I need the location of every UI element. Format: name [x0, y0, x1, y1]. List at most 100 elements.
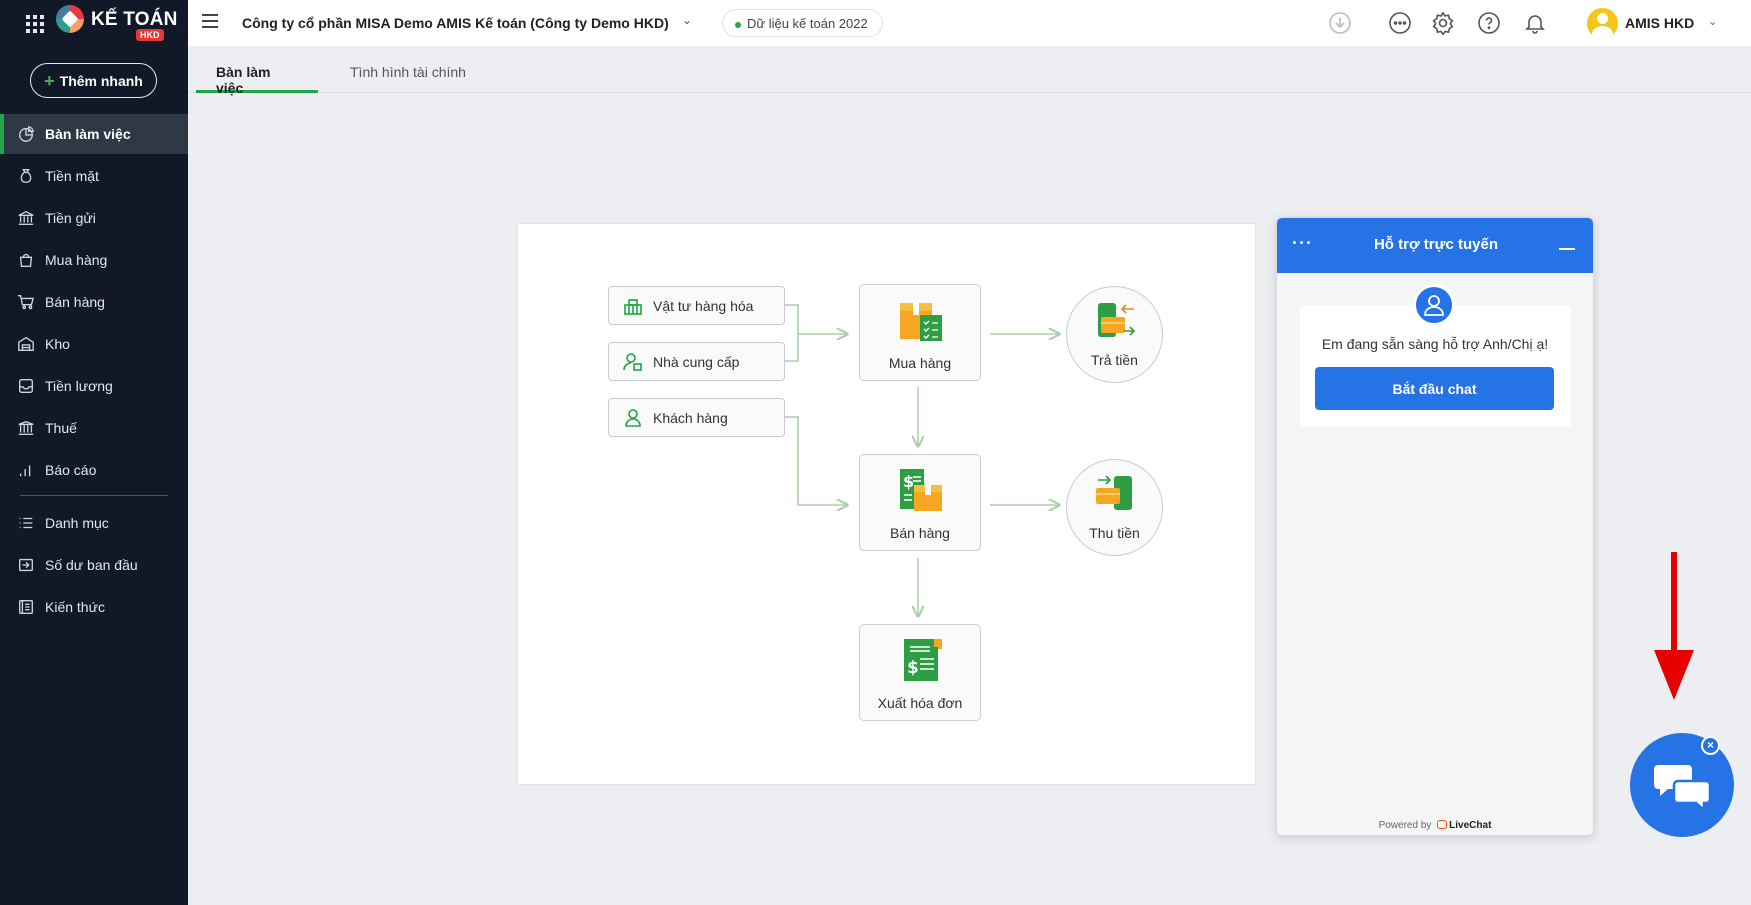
sidebar-item-opening-balance[interactable]: Số dư ban đầu — [0, 545, 188, 585]
bank-icon — [16, 208, 36, 228]
sidebar-item-dashboard[interactable]: Bàn làm việc — [0, 114, 188, 154]
powered-by[interactable]: Powered by LiveChat — [1277, 820, 1593, 831]
sidebar-item-reports[interactable]: Báo cáo — [0, 450, 188, 490]
more-options-icon[interactable] — [1388, 11, 1412, 35]
tax-icon — [16, 418, 36, 438]
flow-process-invoice[interactable]: $ Xuất hóa đơn — [859, 624, 981, 721]
top-header: Công ty cổ phần MISA Demo AMIS Kế toán (… — [188, 0, 1751, 46]
flow-process-sales[interactable]: $ Bán hàng — [859, 454, 981, 551]
sidebar-item-label: Danh mục — [45, 515, 109, 531]
process-label: Bán hàng — [890, 525, 950, 541]
flow-item-customers[interactable]: Khách hàng — [608, 398, 785, 437]
sidebar-item-label: Tiền mặt — [45, 168, 99, 184]
sidebar-item-payroll[interactable]: Tiền lương — [0, 366, 188, 406]
settings-gear-icon[interactable] — [1431, 11, 1455, 36]
list-icon — [16, 513, 36, 533]
sidebar-item-label: Bàn làm việc — [45, 126, 131, 142]
cart-icon — [16, 292, 36, 312]
brand-tag: HKD — [136, 29, 164, 41]
sidebar-item-label: Báo cáo — [45, 462, 97, 478]
sidebar-item-cash[interactable]: Tiền mặt — [0, 156, 188, 196]
sidebar-item-label: Kiến thức — [45, 599, 105, 615]
sidebar-item-label: Kho — [45, 336, 70, 352]
receive-money-icon — [1096, 475, 1132, 510]
sidebar-item-tax[interactable]: Thuế — [0, 408, 188, 448]
chat-menu-icon[interactable]: ··· — [1292, 233, 1313, 253]
tab-financial-status[interactable]: Tình hình tài chính — [350, 64, 466, 80]
invoice-icon: $ — [904, 639, 942, 681]
flow-item-goods[interactable]: Vật tư hàng hóa — [608, 286, 785, 325]
process-label: Thu tiền — [1089, 525, 1140, 541]
close-icon[interactable]: × — [1701, 736, 1720, 755]
flow-item-suppliers[interactable]: Nhà cung cấp — [608, 342, 785, 381]
sales-box-icon: $ — [900, 469, 942, 511]
report-icon — [16, 460, 36, 480]
data-year-badge[interactable]: Dữ liệu kế toán 2022 — [722, 9, 883, 37]
powered-by-label: Powered by — [1378, 820, 1432, 831]
flow-item-label: Vật tư hàng hóa — [653, 297, 754, 314]
red-arrow-icon — [1654, 552, 1694, 700]
warehouse-icon — [16, 334, 36, 354]
help-icon[interactable] — [1477, 11, 1501, 35]
workflow-diagram: Vật tư hàng hóa Nhà cung cấp Khách hàng … — [517, 223, 1256, 785]
flow-item-label: Khách hàng — [653, 409, 728, 426]
process-label: Xuất hóa đơn — [877, 695, 963, 711]
payroll-icon — [16, 376, 36, 396]
minimize-icon[interactable] — [1559, 248, 1575, 250]
opening-balance-icon — [16, 555, 36, 575]
sidebar-item-label: Tiền gửi — [45, 210, 96, 226]
purchase-box-icon — [900, 303, 942, 341]
sidebar-item-categories[interactable]: Danh mục — [0, 503, 188, 543]
sidebar-item-label: Thuế — [45, 420, 77, 436]
livechat-panel: ··· Hỗ trợ trực tuyến Em đang sẵn sàng h… — [1276, 217, 1594, 836]
notification-bell-icon[interactable] — [1523, 11, 1547, 35]
brand-name[interactable]: KẾ TOÁN — [91, 9, 178, 30]
sidebar-item-knowledge[interactable]: Kiến thức — [0, 587, 188, 627]
sidebar-item-label: Mua hàng — [45, 252, 108, 268]
logo-area: KẾ TOÁN HKD — [0, 0, 188, 48]
sidebar-item-label: Bán hàng — [45, 294, 105, 310]
tab-bar: Bàn làm việc Tình hình tài chính — [188, 46, 1751, 96]
brand-logo-icon[interactable] — [56, 5, 84, 33]
goods-icon — [623, 296, 643, 316]
quick-add-label: Thêm nhanh — [59, 72, 143, 89]
flow-process-purchase[interactable]: Mua hàng — [859, 284, 981, 381]
process-label: Mua hàng — [888, 355, 952, 371]
chevron-down-icon[interactable]: ⌄ — [1708, 16, 1718, 28]
user-name[interactable]: AMIS HKD — [1625, 15, 1695, 31]
sidebar-divider — [20, 495, 168, 496]
sidebar-item-deposits[interactable]: Tiền gửi — [0, 198, 188, 238]
user-avatar[interactable] — [1587, 8, 1618, 39]
sidebar-item-label: Số dư ban đầu — [45, 557, 138, 573]
dashboard-icon — [16, 124, 36, 144]
livechat-brand: LiveChat — [1449, 820, 1492, 831]
flow-process-pay[interactable]: Trả tiền — [1066, 286, 1163, 383]
download-icon[interactable] — [1328, 11, 1352, 35]
pay-money-icon — [1098, 303, 1136, 337]
agent-avatar-icon — [1413, 284, 1455, 326]
sidebar: KẾ TOÁN HKD + Thêm nhanh Bàn làm việc Ti… — [0, 0, 188, 905]
plus-icon: + — [44, 70, 55, 91]
sidebar-item-label: Tiền lương — [45, 378, 113, 394]
supplier-icon — [623, 352, 643, 372]
company-name[interactable]: Công ty cổ phần MISA Demo AMIS Kế toán (… — [242, 15, 669, 31]
start-chat-button[interactable]: Bắt đầu chat — [1315, 367, 1554, 410]
sidebar-item-warehouse[interactable]: Kho — [0, 324, 188, 364]
svg-text:$: $ — [907, 658, 919, 678]
chat-header: ··· Hỗ trợ trực tuyến — [1277, 218, 1593, 273]
sidebar-item-sales[interactable]: Bán hàng — [0, 282, 188, 322]
shopping-bag-icon — [16, 250, 36, 270]
quick-add-button[interactable]: + Thêm nhanh — [30, 63, 157, 98]
flow-process-receive[interactable]: Thu tiền — [1066, 459, 1163, 556]
app-launcher-icon[interactable] — [26, 15, 44, 33]
sidebar-item-purchase[interactable]: Mua hàng — [0, 240, 188, 280]
chevron-down-icon[interactable]: ⌄ — [682, 13, 693, 27]
chat-greeting: Em đang sẵn sàng hỗ trợ Anh/Chị ạ! — [1321, 336, 1549, 352]
flow-item-label: Nhà cung cấp — [653, 353, 740, 370]
tab-workspace[interactable]: Bàn làm việc — [196, 64, 318, 96]
customer-icon — [623, 408, 643, 428]
chat-bubbles-icon — [1654, 765, 1712, 811]
hamburger-menu-icon[interactable] — [202, 14, 218, 28]
process-label: Trả tiền — [1091, 352, 1138, 368]
knowledge-icon — [16, 597, 36, 617]
